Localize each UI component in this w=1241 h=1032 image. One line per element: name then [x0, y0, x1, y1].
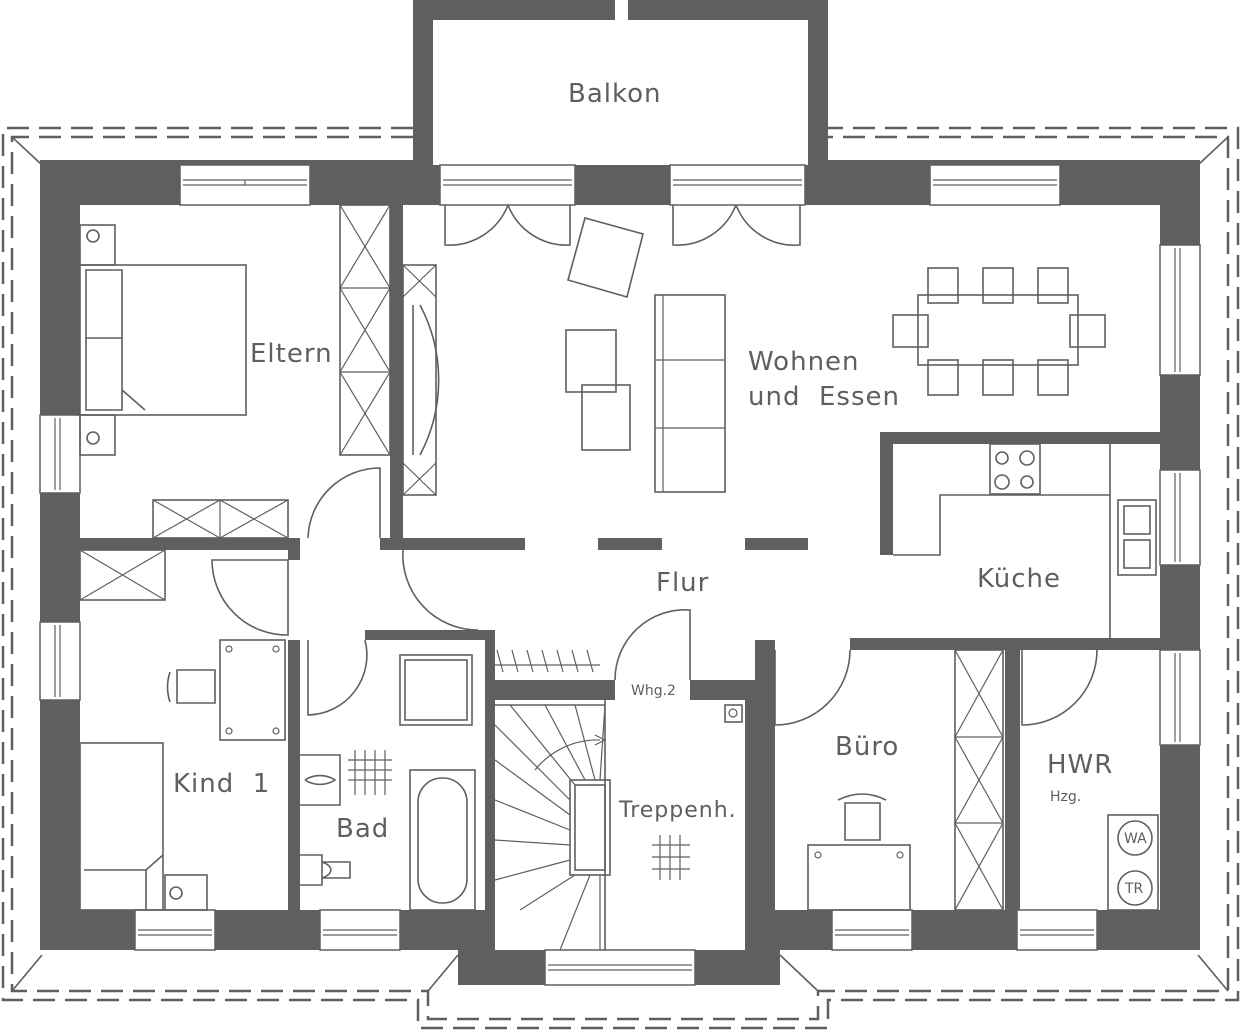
heating-label: Hzg. [1050, 789, 1081, 805]
room-label-buero: Büro [835, 732, 899, 762]
room-label-flur: Flur [656, 568, 709, 598]
room-label-treppenhaus: Treppenh. [618, 798, 737, 823]
furniture [79, 204, 1159, 951]
room-label-eltern: Eltern [250, 339, 333, 369]
room-label-hwr: HWR [1047, 750, 1113, 780]
room-label-bad: Bad [336, 814, 389, 844]
room-label-kueche: Küche [977, 564, 1061, 594]
unit-label: Whg.2 [631, 683, 676, 699]
washer-label: WA [1124, 831, 1147, 847]
room-label-kind: Kind 1 [173, 769, 270, 799]
doors [211, 204, 1098, 726]
room-labels: Balkon Eltern Wohnen und Essen Flur Küch… [173, 79, 1147, 897]
room-label-essen: und Essen [748, 382, 900, 412]
dryer-label: TR [1124, 881, 1144, 897]
room-label-balkon: Balkon [568, 79, 662, 109]
roof-outline [1, 126, 1240, 1030]
walls [40, 0, 1200, 985]
windows [39, 164, 1201, 986]
room-label-wohnen: Wohnen [748, 347, 860, 377]
